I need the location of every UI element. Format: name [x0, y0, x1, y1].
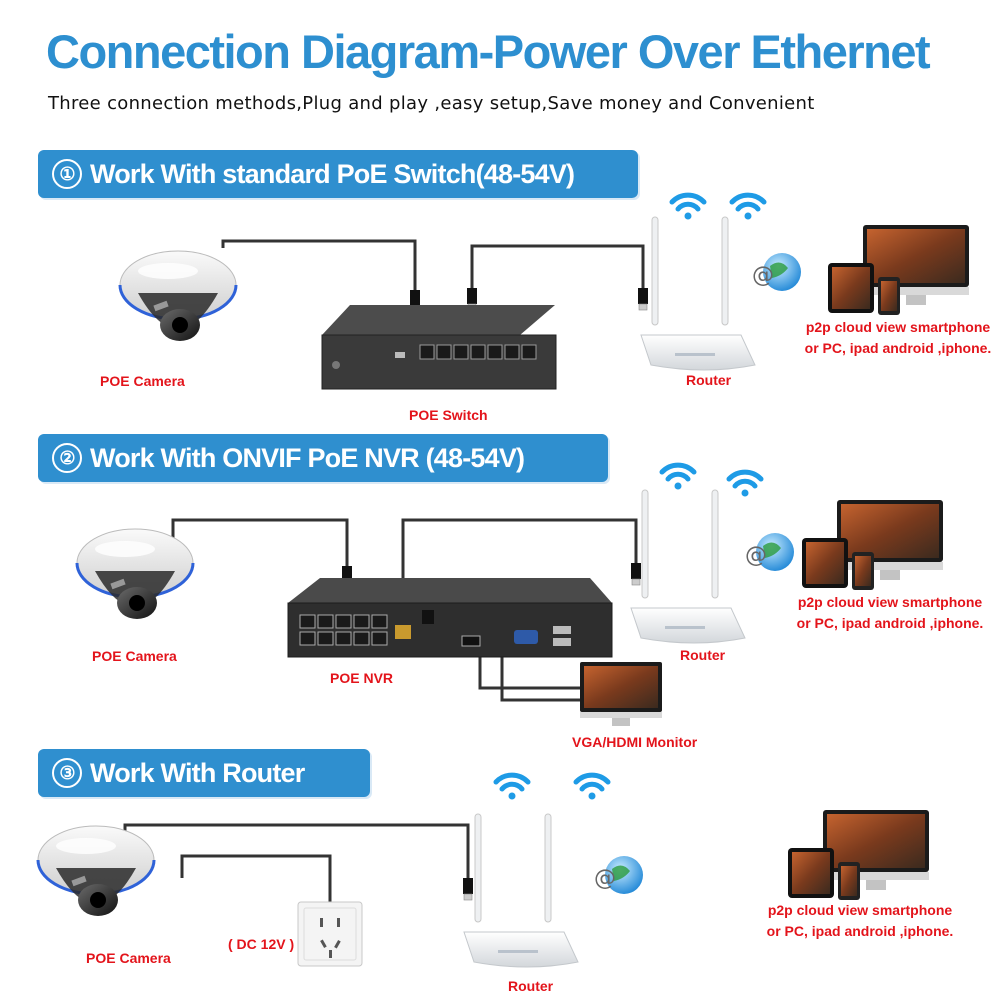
section-1-p2p-line2: or PC, ipad android ,iphone. [804, 340, 992, 356]
monitor-icon [828, 225, 969, 315]
section-1-banner: ① Work With standard PoE Switch(48-54V) [38, 150, 638, 198]
section-1-router-label: Router [686, 372, 732, 388]
section-2-heading: Work With ONVIF PoE NVR (48-54V) [90, 442, 525, 473]
ethernet-plug-icon [462, 877, 474, 901]
page-title: Connection Diagram-Power Over Ethernet [46, 25, 931, 78]
poe-switch-icon [321, 305, 557, 390]
dome-camera-icon [75, 527, 195, 621]
wifi-icon [732, 195, 764, 219]
nvr-icon [287, 578, 613, 658]
cloud-globe-icon [745, 533, 794, 571]
section-2-router-label: Router [680, 647, 726, 663]
section-2-p2p-text: p2p cloud view smartphone or PC, ipad an… [790, 592, 990, 634]
wifi-icon [576, 775, 608, 799]
wifi-icon [662, 465, 694, 489]
ethernet-plug-icon [630, 562, 642, 586]
section-3-router-label: Router [508, 978, 554, 994]
power-outlet-icon [297, 901, 363, 967]
monitor-icon [580, 662, 662, 726]
wifi-icon [496, 775, 528, 799]
section-3-p2p-line1: p2p cloud view smartphone [767, 902, 953, 918]
section-3-banner: ③ Work With Router [38, 749, 370, 797]
router-icon [463, 813, 579, 968]
section-2-number: ② [52, 443, 82, 473]
section-1-camera-label: POE Camera [100, 373, 185, 389]
wifi-icon [672, 195, 704, 219]
section-1-heading: Work With standard PoE Switch(48-54V) [90, 158, 575, 189]
cloud-globe-icon [752, 253, 801, 291]
section-3-camera-label: POE Camera [86, 950, 171, 966]
section-1-switch-label: POE Switch [409, 407, 488, 423]
section-3-dc-label: ( DC 12V ) [228, 936, 295, 952]
section-3-number: ③ [52, 758, 82, 788]
section-2-camera-label: POE Camera [92, 648, 177, 664]
section-2-p2p-line1: p2p cloud view smartphone [797, 594, 983, 610]
section-2-nvr-label: POE NVR [330, 670, 394, 686]
monitor-icon [802, 500, 943, 590]
section-3-p2p-line2: or PC, ipad android ,iphone. [766, 923, 954, 939]
wifi-icon [729, 472, 761, 496]
cloud-globe-icon [594, 856, 643, 894]
dome-camera-icon [118, 249, 238, 343]
page-subtitle: Three connection methods,Plug and play ,… [48, 93, 815, 114]
section-2-p2p-line2: or PC, ipad android ,iphone. [796, 615, 984, 631]
section-1-p2p-text: p2p cloud view smartphone or PC, ipad an… [800, 317, 996, 359]
monitor-icon [788, 810, 929, 900]
section-3-heading: Work With Router [90, 757, 305, 788]
section-3-p2p-text: p2p cloud view smartphone or PC, ipad an… [760, 900, 960, 942]
section-2-banner: ② Work With ONVIF PoE NVR (48-54V) [38, 434, 608, 482]
router-icon [640, 216, 756, 371]
section-1-p2p-line1: p2p cloud view smartphone [805, 319, 991, 335]
section-1-number: ① [52, 159, 82, 189]
dome-camera-icon [36, 824, 156, 918]
section-2-monitor-label: VGA/HDMI Monitor [572, 734, 698, 750]
router-icon [630, 489, 746, 644]
ethernet-plug-icon [637, 287, 649, 311]
